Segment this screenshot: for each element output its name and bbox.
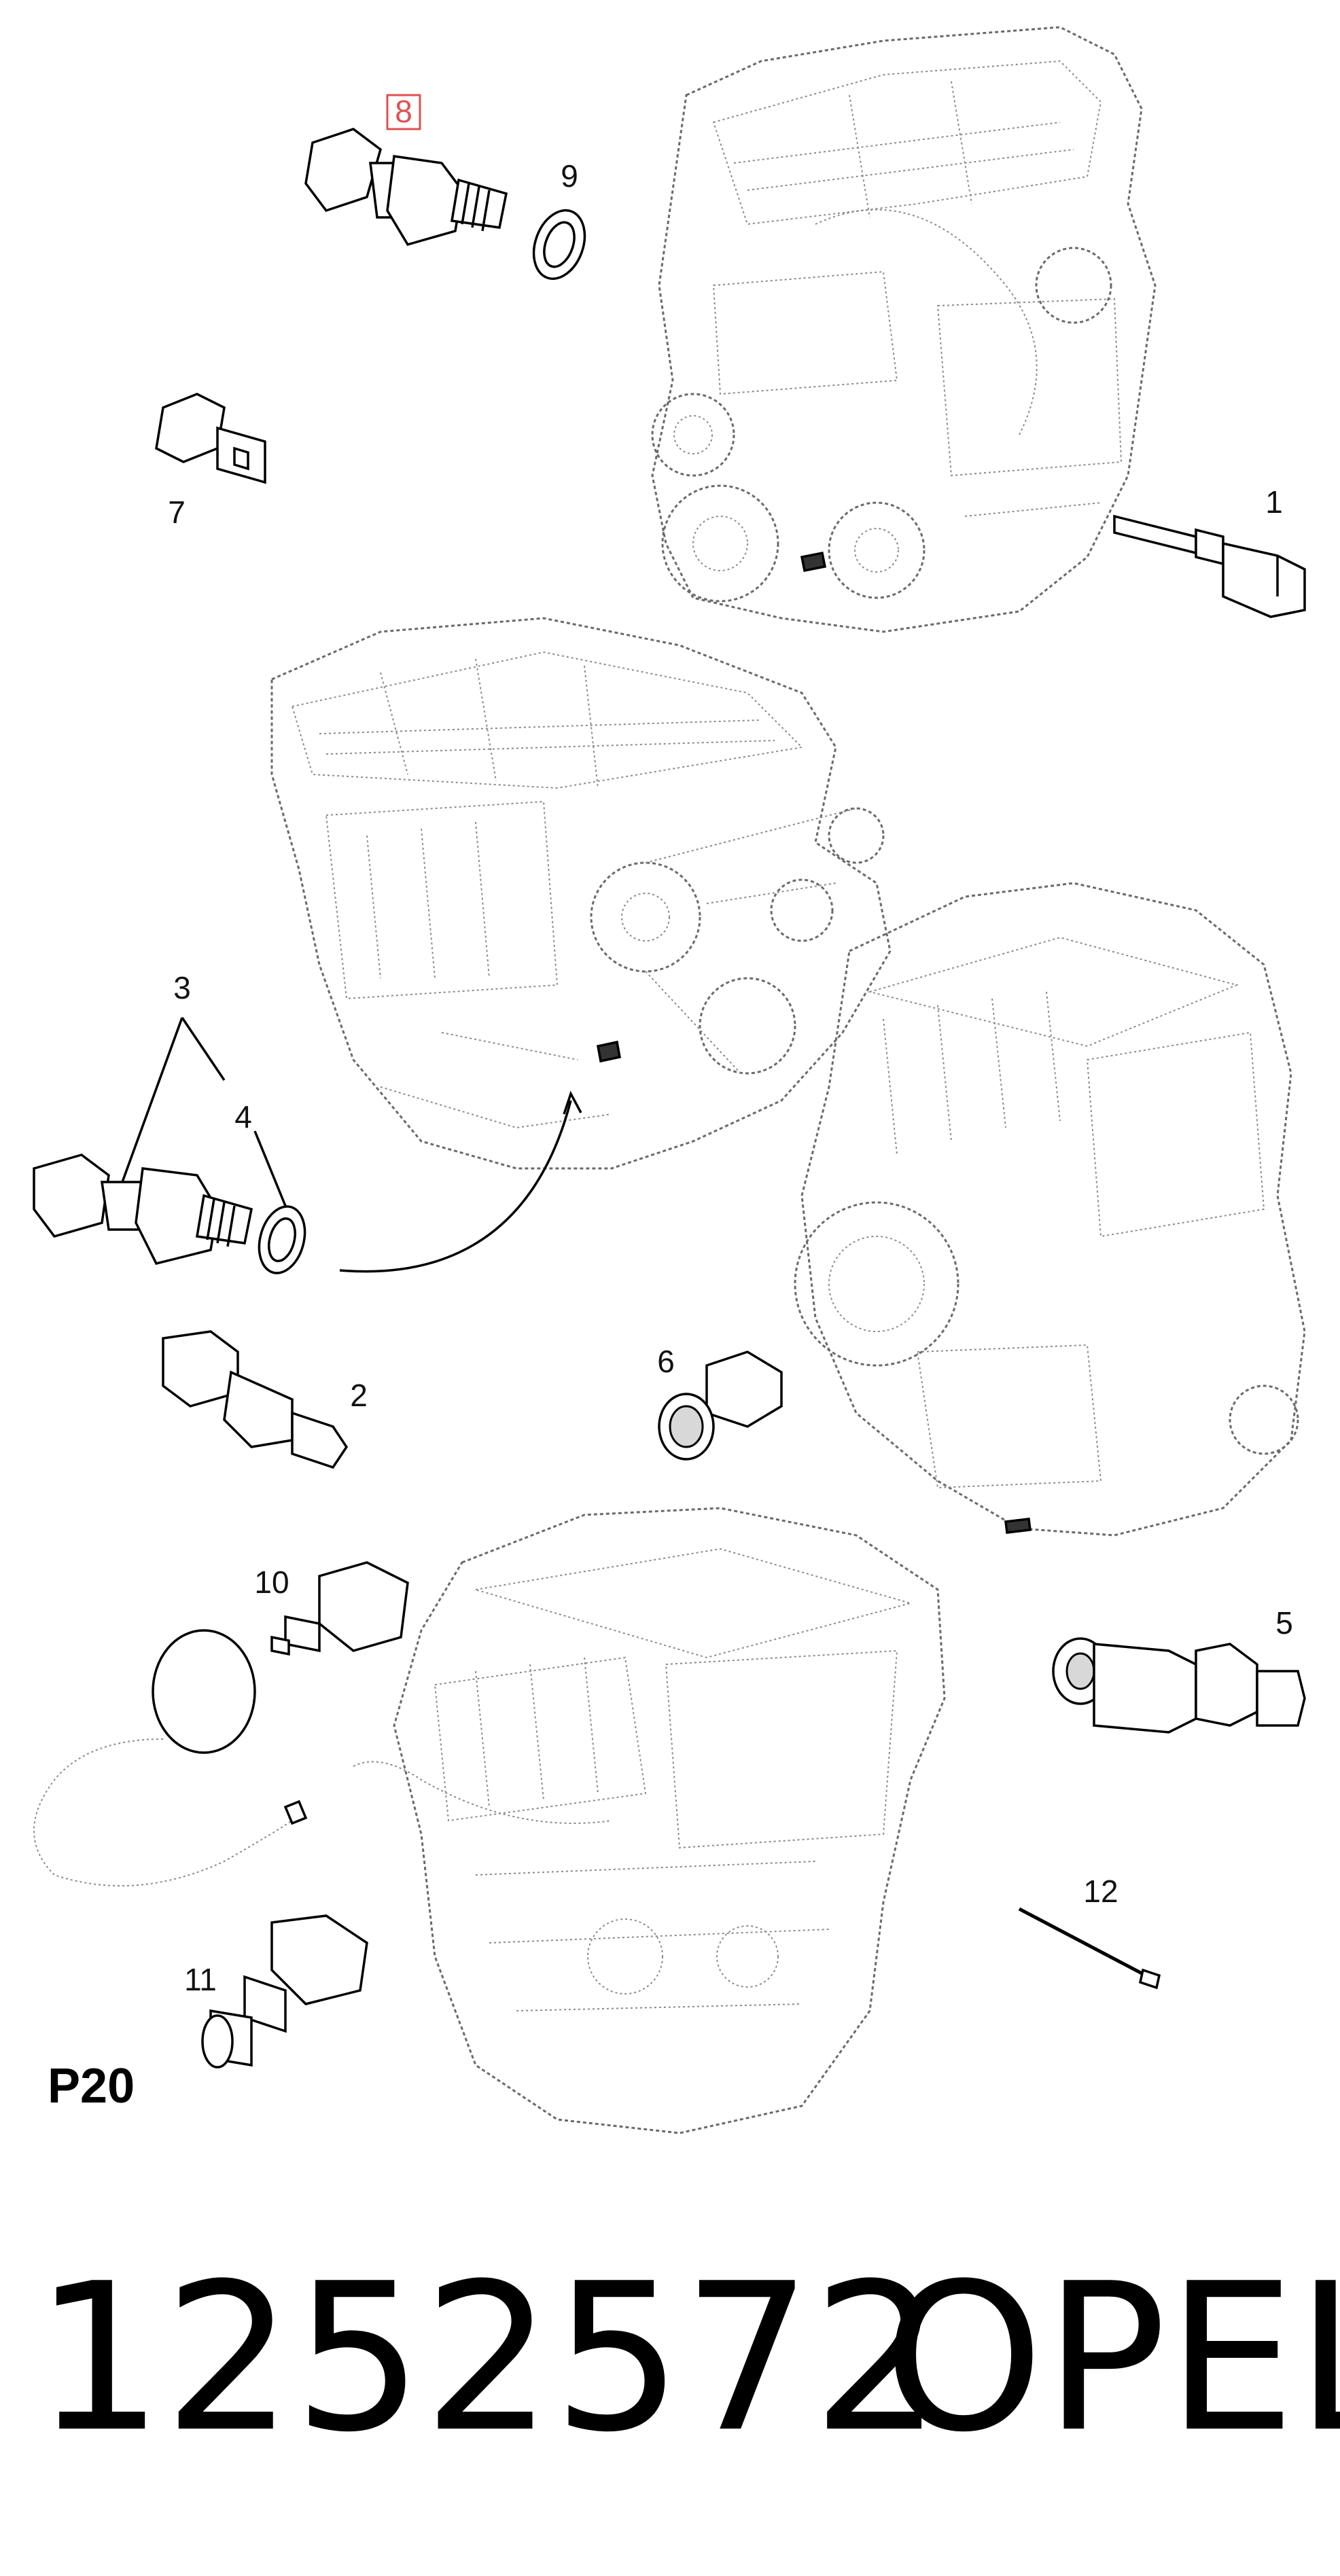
callout-12: 12 (1083, 1874, 1118, 1909)
part-4-sealing-washer (258, 1205, 306, 1274)
part-9-sealing-washer (532, 209, 586, 281)
leader-lines (121, 1017, 582, 1273)
callout-11: 11 (184, 1962, 217, 1997)
part-5-temperature-sensor (1052, 1637, 1306, 1734)
callout-7: 7 (168, 495, 186, 530)
part-10-sensor-with-cable (33, 1561, 409, 1886)
engine-top-right (651, 26, 1157, 633)
part-8-highlight-box (386, 94, 421, 130)
callout-9: 9 (561, 158, 578, 194)
part-3-oil-pressure-switch (33, 1153, 253, 1266)
callout-8: 8 (395, 94, 412, 129)
part-8-oil-pressure-switch (304, 94, 508, 247)
brand-name: OPEL (883, 2240, 1340, 2477)
callout-10: 10 (254, 1564, 289, 1600)
part-11-pressure-sensor (201, 1914, 368, 2069)
engine-right-middle (794, 882, 1306, 1537)
part-number: 1252572 (34, 2240, 942, 2477)
part-6-knock-sensor (658, 1350, 783, 1461)
part-1-coolant-temperature-sensor (1113, 514, 1306, 618)
callout-4: 4 (234, 1099, 252, 1134)
callout-1: 1 (1265, 484, 1283, 520)
engine-bottom-center (353, 1507, 946, 2134)
callout-2: 2 (350, 1378, 368, 1413)
callout-6: 6 (657, 1344, 675, 1379)
engine-middle-left (270, 617, 892, 1170)
part-2-temperature-sender (162, 1330, 349, 1469)
callout-3: 3 (173, 970, 191, 1005)
sheet-label: P20 (48, 2059, 135, 2113)
part-12-cable-tie (1018, 1907, 1161, 1990)
part-7-temperature-sensor (155, 393, 266, 484)
callout-5: 5 (1275, 1605, 1293, 1641)
